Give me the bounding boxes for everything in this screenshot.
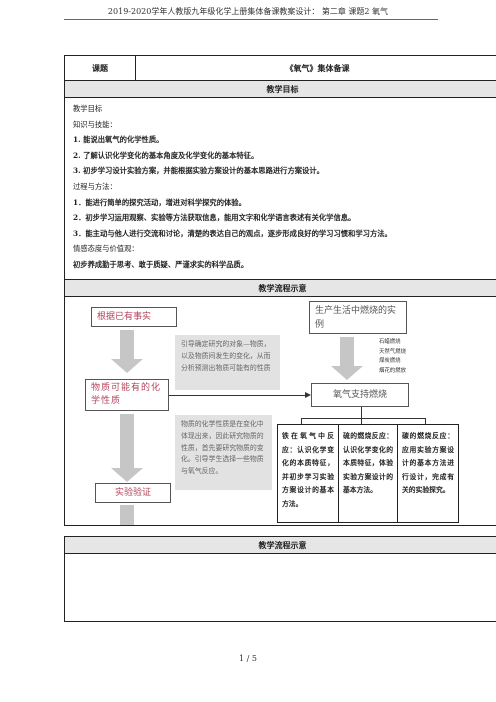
goal-line: 知识与技能： <box>73 119 117 129</box>
goals-heading: 教学目标 <box>266 84 299 94</box>
topic-label: 课题 <box>65 56 136 80</box>
example-item: 煤炭燃烧 <box>379 358 401 364</box>
example-item: 烟花的燃放 <box>379 367 406 374</box>
topic-value: 《氧气》集体备课 <box>285 62 350 73</box>
bracket-mid <box>361 418 362 424</box>
property-box: 物质可能有的化学性质 <box>85 379 169 411</box>
bracket-stem <box>361 407 362 418</box>
goal-line: 教学目标 <box>73 104 103 113</box>
bracket-line <box>301 418 425 419</box>
topic-row: 课题 《氧气》集体备课 <box>64 55 496 81</box>
carbon-reaction-column: 碳的燃烧反应：应用实验方案设计的基本方法进行设计，完成有关的实验探究。 <box>397 424 459 523</box>
life-examples-box: 生产生活中燃烧的实例 <box>309 301 407 334</box>
arrow-down-1-icon <box>111 359 143 373</box>
sulfur-reaction-column: 硫的燃烧反应：认识化学变化的本质特征，体验实验方案设计的基本方法。 <box>338 424 398 523</box>
arrow-down-3-icon <box>111 468 143 482</box>
flow-heading-row: 教学流程示意 <box>64 279 496 297</box>
flow-heading: 教学流程示意 <box>258 283 307 293</box>
connector-line <box>169 395 309 396</box>
example-item: 石蜡燃烧 <box>379 339 401 345</box>
goal-line: 初步养成勤于思考、敢于质疑、严谨求实的科学品质。 <box>73 259 249 269</box>
arrow-shaft-3 <box>120 414 134 469</box>
example-item: 天然气燃烧 <box>379 348 406 355</box>
goals-body: 教学目标知识与技能： 1. 能说出氧气的化学性质。 2. 了解认识化学变化的基本角度… <box>64 97 496 280</box>
goal-line: 2. 了解认识化学变化的基本角度及化学变化的基本特征。 <box>73 150 259 160</box>
nature-text: 物质的化学性质是在变化中体现出来，因此研究物质的性质，首先要研究物质的变化。引导… <box>175 415 272 490</box>
arrow-shaft-4 <box>120 505 134 525</box>
goal-line: 3. 初步学习设计实验方案，并能根据实验方案设计的基本思路进行方案设计。 <box>73 166 324 176</box>
flow-body-2 <box>64 553 496 622</box>
goal-line: 过程与方法： <box>73 181 117 191</box>
facts-box: 根据已有事实 <box>91 307 177 327</box>
guide-text: 引导确定研究的对象—物质，以及物质间发生的变化，从而分析预测出物质可能有的性质 <box>175 335 280 390</box>
page-header: 2019-2020学年人教版九年级化学上册集体备课教案设计： 第二章 课题2 氧… <box>107 7 389 16</box>
examples-list: 石蜡燃烧 天然气燃烧 煤炭燃烧 烟花的燃放 <box>379 338 406 376</box>
arrow-right-icon <box>305 392 311 398</box>
bracket-right <box>425 418 426 424</box>
goal-line: 2．初步学习运用观察、实验等方法获取信息，能用文字和化学语言表述有关化学信息。 <box>73 213 356 223</box>
header-divider <box>64 19 438 20</box>
page-number: 1 / 5 <box>239 654 257 663</box>
goals-heading-row: 教学目标 <box>64 80 496 98</box>
arrow-down-2-icon <box>331 366 363 380</box>
flow-heading-row-2: 教学流程示意 <box>64 536 496 554</box>
oxygen-box: 氧气支持燃烧 <box>311 383 409 407</box>
verify-box: 实验验证 <box>95 483 171 503</box>
goal-line: 情感态度与价值观： <box>73 244 139 254</box>
flow-diagram: 根据已有事实 引导确定研究的对象—物质，以及物质间发生的变化，从而分析预测出物质… <box>64 296 496 526</box>
flow-heading-2: 教学流程示意 <box>258 540 307 550</box>
arrow-shaft-2 <box>340 337 354 367</box>
goal-line: 1. 能说出氧气的化学性质。 <box>73 135 164 145</box>
goals-list: 教学目标知识与技能： 1. 能说出氧气的化学性质。 2. 了解认识化学变化的基本角度… <box>65 98 496 273</box>
goal-line: 3．能主动与他人进行交流和讨论，清楚的表达自己的观点，逐步形成良好的学习习惯和学… <box>73 228 392 238</box>
arrow-shaft-1 <box>120 330 134 360</box>
goal-line: 1．能进行简单的探究活动，增进对科学探究的体验。 <box>73 197 246 207</box>
iron-reaction-column: 铁在氧气中反应：认识化学变化的本质特征，并初步学习实验方案设计的基本方法。 <box>277 424 339 523</box>
bracket-left <box>301 418 302 424</box>
